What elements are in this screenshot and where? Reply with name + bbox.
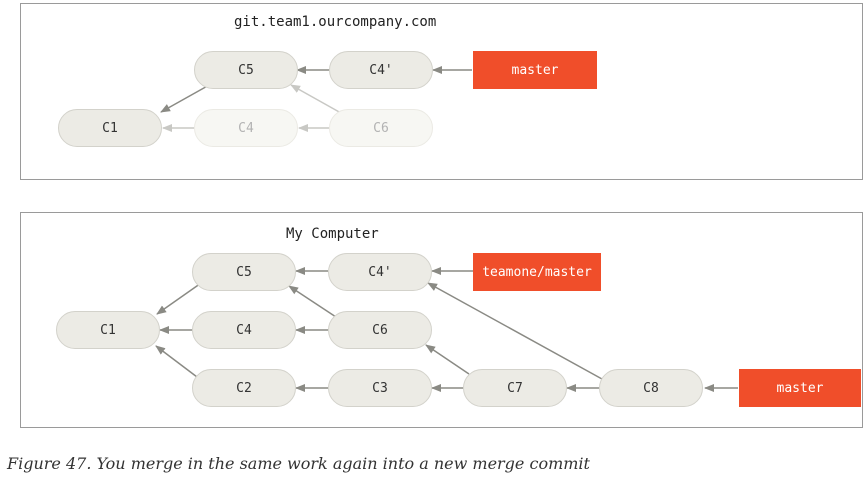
local-commit-c7: C7: [463, 369, 567, 407]
arrow-c7-to-c6: [425, 344, 470, 375]
local-branch-teamone-master: teamone/master: [473, 253, 601, 291]
arrow-c5-to-c1: [160, 83, 212, 113]
local-commit-c3: C3: [328, 369, 432, 407]
arrow-c6-to-c5: [288, 285, 337, 318]
arrow-c6-to-c5: [290, 84, 342, 114]
local-commit-c4prime: C4': [328, 253, 432, 291]
figure-caption: Figure 47. You merge in the same work ag…: [7, 454, 590, 473]
arrow-c2-to-c1: [155, 345, 202, 381]
local-commit-c2: C2: [192, 369, 296, 407]
local-repository-panel: My Computer C1 C5 C4 C2 C4' C6 C3 C7 C8 …: [20, 212, 863, 428]
local-branch-master: master: [739, 369, 861, 407]
server-commit-c5: C5: [194, 51, 298, 89]
arrow-c8-to-c4prime: [427, 282, 603, 380]
local-commit-c4: C4: [192, 311, 296, 349]
local-commit-c1: C1: [56, 311, 160, 349]
server-commit-c4: C4: [194, 109, 298, 147]
local-commit-c8: C8: [599, 369, 703, 407]
server-repository-panel: git.team1.ourcompany.com C1 C5 C4 C4' C6…: [20, 3, 863, 180]
local-commit-c5: C5: [192, 253, 296, 291]
server-commit-c1: C1: [58, 109, 162, 147]
local-title: My Computer: [286, 226, 379, 242]
server-title: git.team1.ourcompany.com: [234, 14, 437, 30]
arrow-c5-to-c1: [156, 280, 205, 315]
local-commit-c6: C6: [328, 311, 432, 349]
local-arrows: [155, 267, 738, 392]
server-branch-master: master: [473, 51, 597, 89]
server-commit-c6: C6: [329, 109, 433, 147]
server-arrows: [160, 66, 472, 132]
server-commit-c4prime: C4': [329, 51, 433, 89]
